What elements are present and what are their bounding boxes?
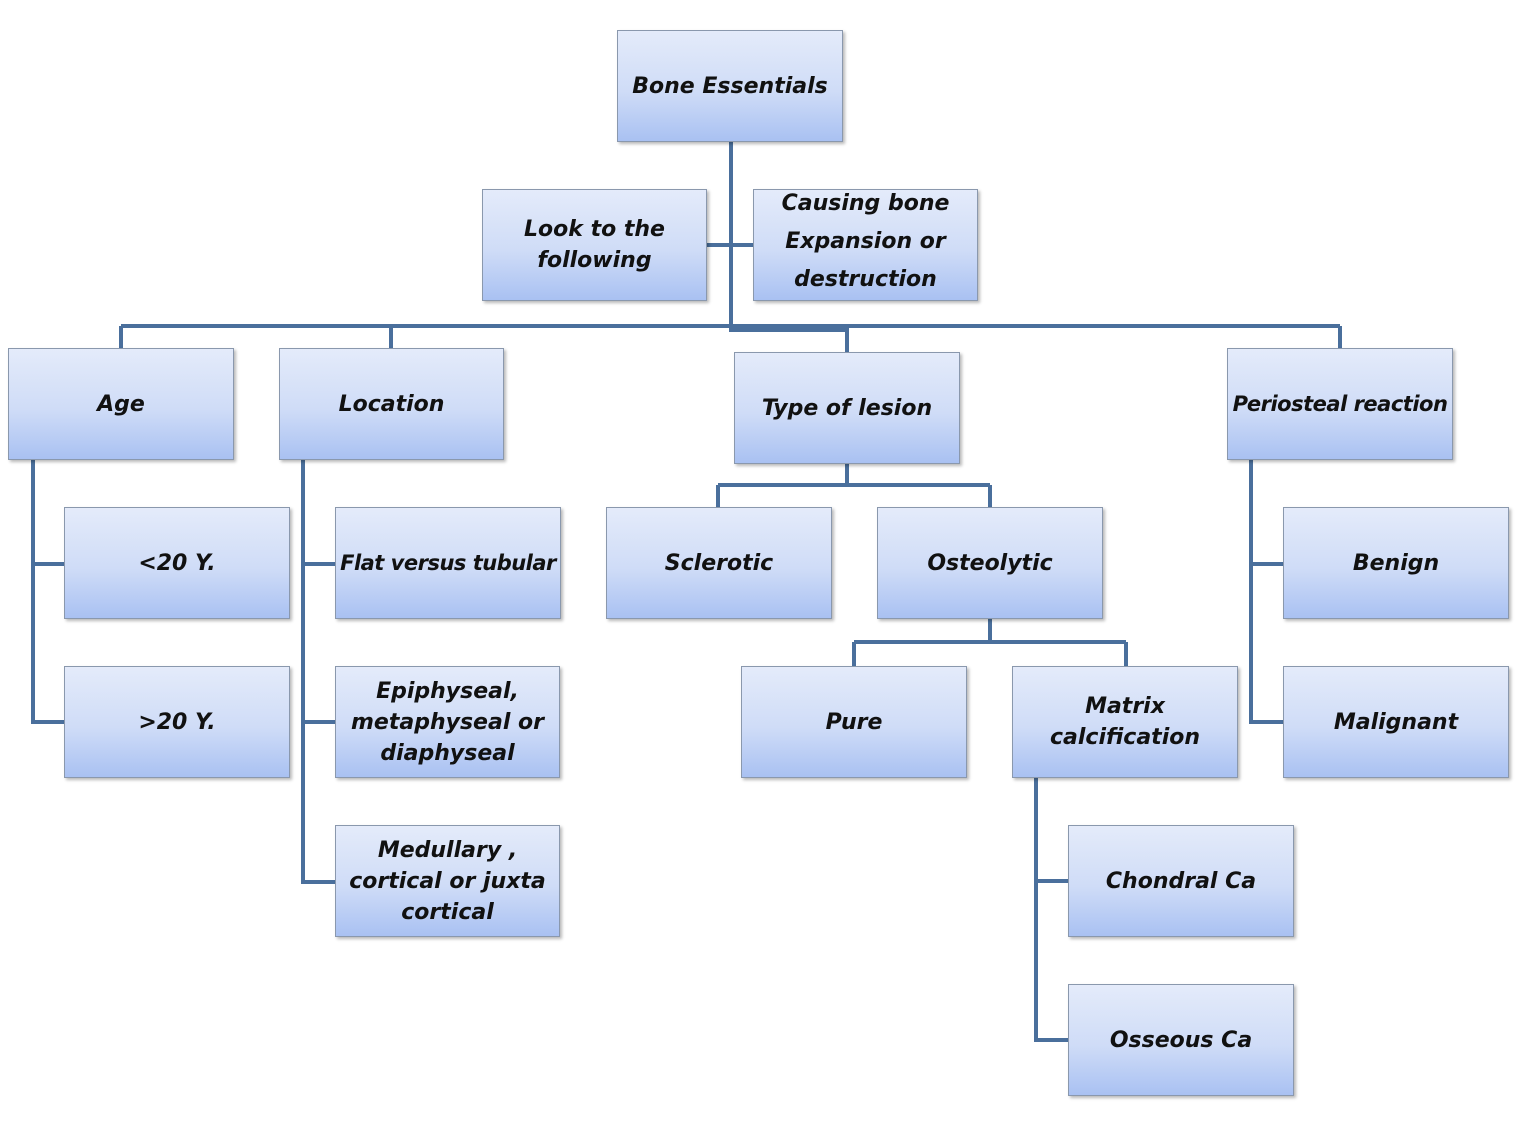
node-benign: Benign (1283, 507, 1509, 619)
node-label: Location (338, 391, 445, 417)
node-osteolytic: Osteolytic (877, 507, 1103, 619)
connector-location-children (301, 460, 335, 884)
node-pure: Pure (741, 666, 967, 778)
connector-osteolytic-children (852, 619, 1128, 666)
node-chondral-ca: Chondral Ca (1068, 825, 1294, 937)
node-label: Causing bone Expansion or destruction (781, 191, 950, 292)
node-medullary: Medullary , cortical or juxta cortical (335, 825, 560, 937)
connector-matrix-children (1034, 778, 1068, 1042)
node-label: Periosteal reaction (1232, 391, 1448, 416)
node-age: Age (8, 348, 234, 460)
node-label: Chondral Ca (1105, 868, 1257, 894)
node-label: Osteolytic (927, 550, 1053, 576)
node-malignant: Malignant (1283, 666, 1509, 778)
node-label: Epiphyseal, metaphyseal or diaphyseal (351, 678, 544, 766)
node-label: Look to the following (524, 217, 665, 273)
node-label: >20 Y. (138, 709, 216, 735)
node-epiphyseal: Epiphyseal, metaphyseal or diaphyseal (335, 666, 560, 778)
node-matrix-calcification: Matrix calcification (1012, 666, 1238, 778)
node-age-over-20: >20 Y. (64, 666, 290, 778)
node-label: <20 Y. (138, 550, 216, 576)
node-causing-bone-expansion: Causing bone Expansion or destruction (753, 189, 978, 301)
node-bone-essentials: Bone Essentials (617, 30, 843, 142)
node-periosteal-reaction: Periosteal reaction (1227, 348, 1453, 460)
node-osseous-ca: Osseous Ca (1068, 984, 1294, 1096)
node-type-of-lesion: Type of lesion (734, 352, 960, 464)
node-label: Flat versus tubular (340, 550, 556, 575)
node-label: Osseous Ca (1109, 1027, 1253, 1053)
connector-age-children (31, 460, 64, 724)
node-look-to-the-following: Look to the following (482, 189, 707, 301)
connector-to-lesion (729, 326, 849, 352)
node-label: Malignant (1333, 709, 1459, 735)
node-age-under-20: <20 Y. (64, 507, 290, 619)
node-label: Type of lesion (761, 395, 933, 421)
node-label: Matrix calcification (1049, 694, 1201, 750)
node-label: Pure (825, 709, 883, 735)
node-label: Benign (1352, 550, 1440, 576)
node-flat-versus-tubular: Flat versus tubular (335, 507, 561, 619)
node-sclerotic: Sclerotic (606, 507, 832, 619)
node-label: Age (97, 391, 145, 417)
node-label: Sclerotic (664, 550, 774, 576)
node-label: Bone Essentials (632, 73, 828, 99)
node-location: Location (279, 348, 504, 460)
connector-periosteal-children (1249, 460, 1283, 724)
node-label: Medullary , cortical or juxta cortical (349, 837, 546, 925)
connector-lesion-children (716, 464, 992, 507)
